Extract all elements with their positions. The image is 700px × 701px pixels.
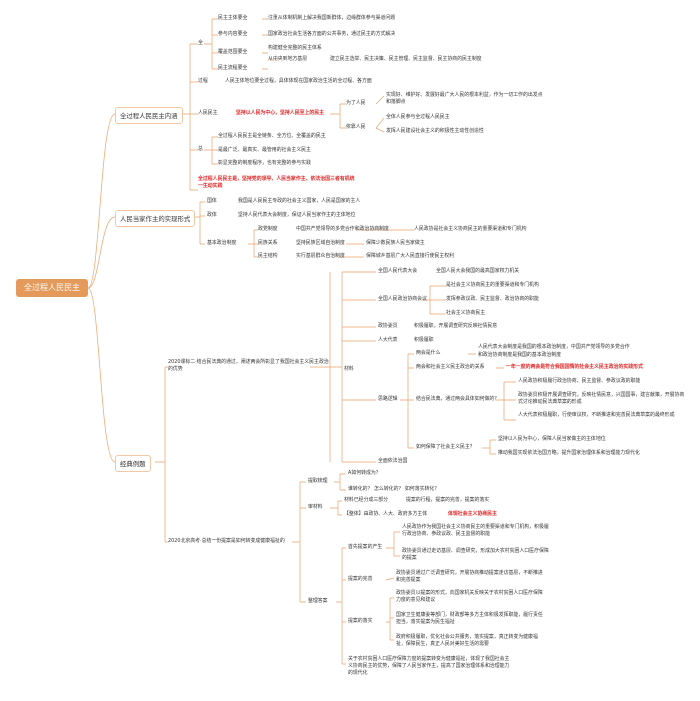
node-fanwei[interactable]: 覆盖范围要全 [218,49,248,55]
node-summary-red: 全过程人民民主是，坚持党的领导、人民当家作主、依法治国三者有机统一生动实践 [198,176,355,189]
ex1-b4[interactable]: 如何保障了社会主义民主？ [416,444,475,450]
ex1-rule-of-law[interactable]: 全面依法治国 [378,458,408,464]
node-neirong-desc: 国家政治社会生活各方面的公共事务，通过民主的方式解决 [268,31,396,37]
node-zhengti-desc: 坚持人民代表大会制度，保证人民当家作主的主体地位 [238,212,356,218]
ex1-npc-desc: 全国人民大会我国的最高国家权力机关 [436,268,520,274]
node-zong[interactable]: 总 [198,146,203,152]
example2-question[interactable]: 2020北京高考·总结一份提案是如何转变成健康福祉的 [168,538,285,544]
ex1-b3-desc1: 人民政协积极履行政治协商、民主监督、参政议政的职能 [518,378,641,384]
ex2-t2: 谁转化的？ 怎么转化的？ 如何落实转化？ [348,486,440,492]
node-liucheng-desc2: 建立民主选举、民主决策、民主管理、民主监督、民主协商的民主制度 [330,56,482,62]
ex1-cppcc[interactable]: 全国人民政治协商会议 [378,296,427,302]
ex2-c2-red: 体现社会主义协商民主 [448,511,497,517]
ex2-d3-a: 政协委员以提案的形式，向国家机关反映关于农村贫困人口医疗保障力度的意见和建议 [396,590,543,603]
node-liucheng-desc1: 从中央到地方基层 [268,56,308,62]
branch-examples[interactable]: 经典例题 [115,455,151,472]
ex1-deputy-desc: 积极履职 [414,337,434,343]
node-jiceng-desc2: 保障城乡基层广大人民直接行使民主权利 [366,253,455,259]
ex1-cppcc-desc3: 社会主义协商民主 [446,310,486,316]
ex2-d1-b: 政协委员通过走访基层、调查研究，形成加大农村贫困人口医疗保障的提案 [402,548,549,561]
node-yikao[interactable]: 依靠人民 [346,124,366,130]
ex1-b3-desc3: 人大代表积极履职，行使审议权，不断推进和完善民法典草案的最终形成 [518,412,675,418]
ex2-d3[interactable]: 提案的落实 [348,618,373,624]
ex1-b1-desc1: 人民代表大会制度是我国的根本政治制度，中国共产党领导的多党合作 [478,344,630,350]
ex2-d2-a: 政协委员通过广泛调查研究，开展协商推动提案走访基层，不断推进和完善提案 [396,570,543,583]
node-zhengdang-desc2: 人民政协是社会主义协商民主的重要渠道和专门机构 [414,226,527,232]
node-liucheng[interactable]: 民主流程要全 [218,65,248,71]
ex2-d1-a: 人民政协作为我国社会主义协商民主的重要渠道和专门机构，积极履行政治协商、参政议政… [402,524,549,537]
node-guocheng-desc: 人民主体地位要全过程，具体体现在国家政治生活的全过程、各方面 [225,78,372,84]
node-weile-desc: 实现好、维护好、发展好最广大人民的根本利益，作为一切工作的出发点和落脚点 [386,92,543,105]
ex1-b3[interactable]: 结合民法典，通过两会具体如何做的？ [416,396,500,402]
example1-cailiao[interactable]: 材料 [344,366,354,372]
branch-connotation[interactable]: 全过程人民民主内涵 [115,107,183,124]
ex1-cppcc-desc2: 发挥参政议政、民主监督、政治协商的职能 [446,296,539,302]
ex2-d3-b: 国家卫生健康委等部门，财政部等多方主体积极发挥职能，履行责任担当，落实提案为民生… [396,612,543,625]
root-node[interactable]: 全过程人民民主 [16,279,88,297]
node-guocheng[interactable]: 过程 [198,78,208,84]
node-zhengdang[interactable]: 政党制度 [258,226,278,232]
ex1-b4-desc1: 坚持以人民为中心，保障人民当家做主的主体地位 [498,436,606,442]
ex2-cailiao[interactable]: 审材料 [308,504,323,510]
branch-forms[interactable]: 人民当家作主的实现形式 [115,210,196,227]
node-weile[interactable]: 为了人民 [346,100,366,106]
node-zhengdang-desc1: 中国共产党领导的多党合作和政治协商制度 [296,226,389,232]
ex2-c2: 【整体】由政协、人大、政府多方主体 [344,511,428,517]
ex1-b3-desc2: 政协委员积极开展调查研究，反映社情民意，兴国国事，建言献策，开展协商式讨论推动民… [518,392,685,405]
ex1-npc[interactable]: 全国人民代表大会 [378,268,418,274]
node-jiceng[interactable]: 民主结构 [258,253,278,259]
ex2-c1: 材料已经分成三部分 [344,497,389,503]
node-yikao-desc2: 发挥人民建设社会主义的积极性主动性创造性 [386,128,484,134]
ex2-daan[interactable]: 整理答案 [308,598,328,604]
node-zong-desc2: 是最广泛、最真实、最管用的社会主义民主 [218,147,311,153]
ex2-tishen[interactable]: 提取梳理 [308,478,328,484]
ex2-d3-c: 政府积极履职，优化社会公共服务，落实提案，真正转变为健康福祉，保障民生，真正人民… [396,634,538,647]
ex2-d2[interactable]: 提案的完善 [348,576,373,582]
ex2-d1[interactable]: 首先提案的产生 [348,544,383,550]
node-jiceng-desc1: 实行基层群众自治制度 [296,253,345,259]
ex1-logic[interactable]: 思路逻辑 [378,396,398,402]
node-minzu-desc2: 保障少数民族人民当家做主 [366,240,425,246]
node-fanwei-desc: 构建健全完整的民主体系 [268,45,322,51]
node-renmin-red: 坚持以人民为中心，坚持人民至上的民主 [236,110,325,116]
ex1-b1[interactable]: 两会是什么 [416,350,441,356]
node-minzu[interactable]: 民族关系 [258,240,278,246]
node-quan[interactable]: 全 [198,40,203,46]
node-guoti-desc: 我国是人民民主专政的社会主义国家，人民是国家的主人 [238,198,361,204]
ex2-summary: 关于农村贫困人口医疗保障力度的提案转变为健康福祉，体现了我国社会主义协商民主的优… [348,656,510,676]
node-jiben[interactable]: 基本政治制度 [207,240,237,246]
ex1-deputy[interactable]: 人大代表 [378,337,398,343]
ex1-member[interactable]: 政协委员 [378,323,398,329]
node-guoti[interactable]: 国体 [207,198,217,204]
ex1-b4-desc2: 推动我国实现依法治国方略，提升国家治理体系和治理能力现代化 [498,450,640,456]
node-zhuti[interactable]: 民主主体要全 [218,15,248,21]
node-zhengti[interactable]: 政体 [207,212,217,218]
ex1-b2[interactable]: 两会和社会主义民主政治的关系 [416,364,485,370]
node-zhuti-desc: 注重从体制机制上解决我国新群体，边缘群体参与渠道问题 [268,15,396,21]
node-neirong[interactable]: 参与内容要全 [218,31,248,37]
ex2-t1: A如何转成为？ [348,470,381,476]
node-zong-desc1: 全过程人民民主是全链条、全方位、全覆盖的民主 [218,133,326,139]
node-minzu-desc1: 坚持民族区域自治制度 [296,240,345,246]
ex2-c1-desc: 提案的行程，提案的完善，提案的落实 [406,497,490,503]
example1-question[interactable]: 2020课标二·结合民法典的通过，阐述两会所彰显了我国社会主义民主政治的优势 [168,359,329,372]
node-zong-desc3: 彰显完整的制度程序，也有完整的参与实践 [218,160,311,166]
ex1-b2-red: 一年一度的两会是符合我国国情的社会主义民主政治的实践形式 [506,364,643,370]
ex1-cppcc-desc1: 是社会主义协商民主的重要渠道和专门机构 [446,282,539,288]
ex1-member-desc: 积极履职，开展调查研究反映社情民意 [414,323,498,329]
node-renmin[interactable]: 人民民主 [198,110,218,116]
node-yikao-desc1: 全体人民参与全过程人民民主 [386,114,450,120]
ex1-b1-desc2: 和政治协商制度是我国的基本政治制度 [478,352,562,358]
